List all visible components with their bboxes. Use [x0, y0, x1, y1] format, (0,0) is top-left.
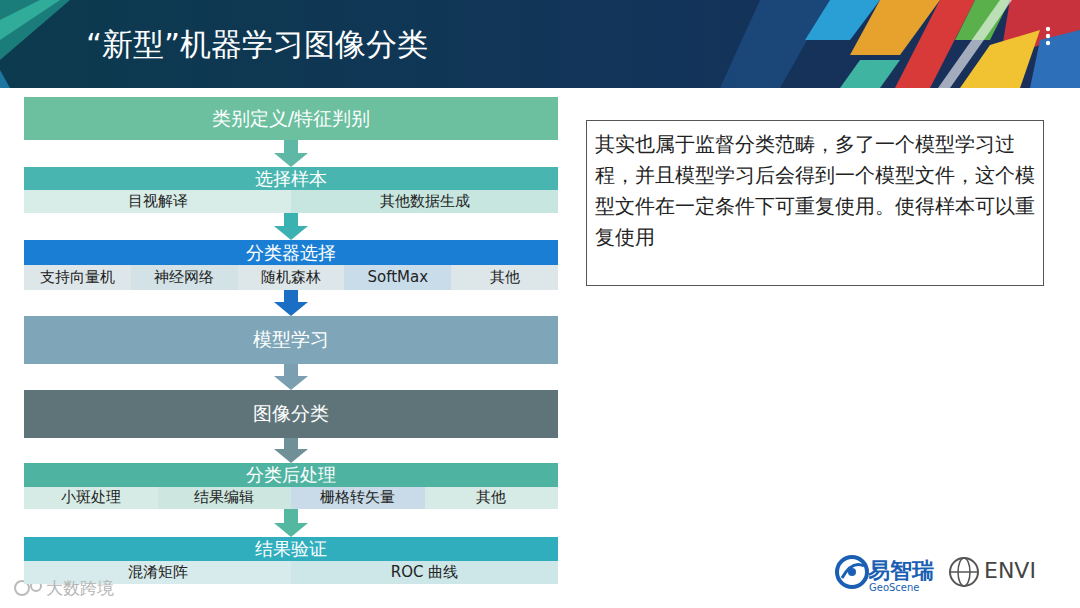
brand-name: 易智瑞 — [868, 556, 934, 586]
step-band: 类别定义/特征判别 — [24, 97, 558, 140]
box-label: 其他 — [476, 489, 506, 506]
option-cell: 结果编辑 — [158, 487, 292, 509]
brand-name: ENVI — [984, 558, 1036, 583]
brand-subname: GeoScene — [869, 582, 920, 593]
box-label: 结果编辑 — [194, 489, 254, 506]
arrow-head — [274, 376, 308, 390]
arrow-shaft — [284, 364, 298, 377]
option-cell: 神经网络 — [131, 265, 238, 290]
box-label: 其他数据生成 — [380, 193, 470, 210]
step-group: 结果验证混淆矩阵 ROC 曲线 — [24, 537, 558, 584]
flow-arrow — [274, 140, 308, 167]
box-label: 混淆矩阵 — [128, 564, 188, 581]
step-group: 选择样本目视解译 其他数据生成 — [24, 167, 558, 213]
corner-stripes — [0, 0, 70, 88]
envi-logo — [950, 558, 978, 586]
arrow-head — [274, 302, 308, 316]
arrow-head — [274, 226, 308, 240]
group-heading: 选择样本 — [24, 167, 558, 190]
box-label: 图像分类 — [253, 403, 329, 425]
box-label: 模型学习 — [253, 329, 329, 351]
option-cell: SoftMax — [344, 265, 451, 290]
arrow-head — [274, 523, 308, 537]
banner-ground — [0, 0, 1080, 88]
slide-title: “新型”机器学习图像分类 — [86, 24, 428, 66]
note-text: 其实也属于监督分类范畴，多了一个模型学习过程，并且模型学习后会得到一个模型文件，… — [595, 129, 1035, 253]
option-cell: 其他 — [425, 487, 559, 509]
watermark: 大数跨境 — [46, 577, 114, 600]
step-group: 分类器选择支持向量机 神经网络 随机森林 SoftMax 其他 — [24, 240, 558, 290]
step-band: 图像分类 — [24, 390, 558, 438]
geoscene-logo — [837, 557, 867, 587]
box-label: 支持向量机 — [40, 269, 115, 286]
box-label: 类别定义/特征判别 — [212, 108, 370, 130]
box-label: 目视解译 — [128, 193, 188, 210]
arrow-shaft — [284, 438, 298, 450]
option-cell: 栅格转矢量 — [291, 487, 425, 509]
box-label: 随机森林 — [261, 269, 321, 286]
flow-arrow — [274, 290, 308, 316]
arrow-shaft — [284, 213, 298, 227]
option-cell: 其他 — [451, 265, 558, 290]
box-label: 栅格转矢量 — [320, 489, 395, 506]
box-label: 神经网络 — [154, 269, 214, 286]
arrow-shaft — [284, 140, 298, 154]
flow-arrow — [274, 438, 308, 463]
group-heading: 分类器选择 — [24, 240, 558, 265]
flow-arrow — [274, 364, 308, 390]
option-cell: 其他数据生成 — [291, 190, 558, 213]
flow-arrow — [274, 509, 308, 537]
box-label: ROC 曲线 — [391, 564, 458, 581]
option-cell: 目视解译 — [24, 190, 291, 213]
arrow-head — [274, 449, 308, 463]
box-label: 其他 — [490, 269, 520, 286]
group-heading: 结果验证 — [24, 537, 558, 561]
option-cell: 随机森林 — [238, 265, 345, 290]
box-label: SoftMax — [367, 269, 428, 286]
option-cell: 小斑处理 — [24, 487, 158, 509]
note-box: 其实也属于监督分类范畴，多了一个模型学习过程，并且模型学习后会得到一个模型文件，… — [586, 120, 1044, 286]
menu-dots — [1046, 27, 1050, 45]
step-band: 模型学习 — [24, 316, 558, 364]
arrow-shaft — [284, 509, 298, 524]
color-stripes — [720, 0, 1080, 88]
arrow-head — [274, 153, 308, 167]
step-group: 分类后处理小斑处理 结果编辑 栅格转矢量 其他 — [24, 463, 558, 509]
option-cell: ROC 曲线 — [291, 561, 558, 584]
arrow-shaft — [284, 290, 298, 303]
flow-arrow — [274, 213, 308, 240]
group-heading: 分类后处理 — [24, 463, 558, 487]
box-label: 小斑处理 — [61, 489, 121, 506]
option-cell: 支持向量机 — [24, 265, 131, 290]
